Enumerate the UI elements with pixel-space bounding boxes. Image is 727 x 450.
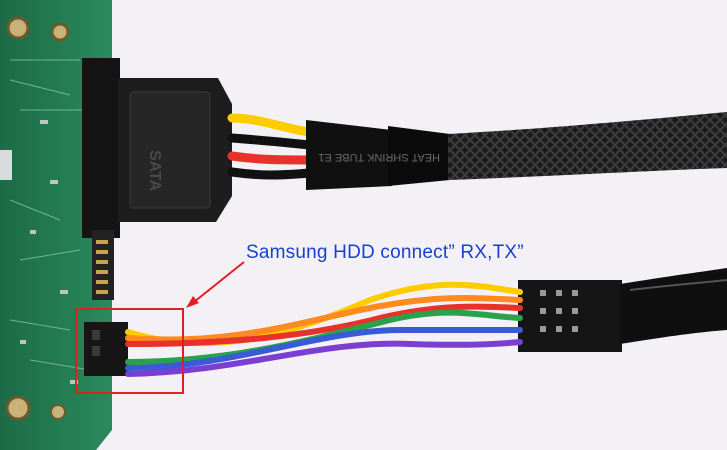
- callout-arrow: [186, 261, 245, 308]
- sata-plug: SATA: [118, 78, 232, 222]
- callout-box: [75, 308, 184, 394]
- heat-shrink-text: HEAT SHRINK TUBE E1: [318, 151, 440, 163]
- rainbow-wires: [125, 281, 523, 377]
- sata-plug-label: SATA: [146, 150, 163, 192]
- braided-cable: HEAT SHRINK TUBE E1: [306, 112, 727, 190]
- dupont-connector: [518, 268, 727, 352]
- annotation-caption: Samsung HDD connect” RX,TX”: [246, 242, 524, 263]
- uart-header: [84, 322, 128, 376]
- sata-port: [82, 58, 120, 300]
